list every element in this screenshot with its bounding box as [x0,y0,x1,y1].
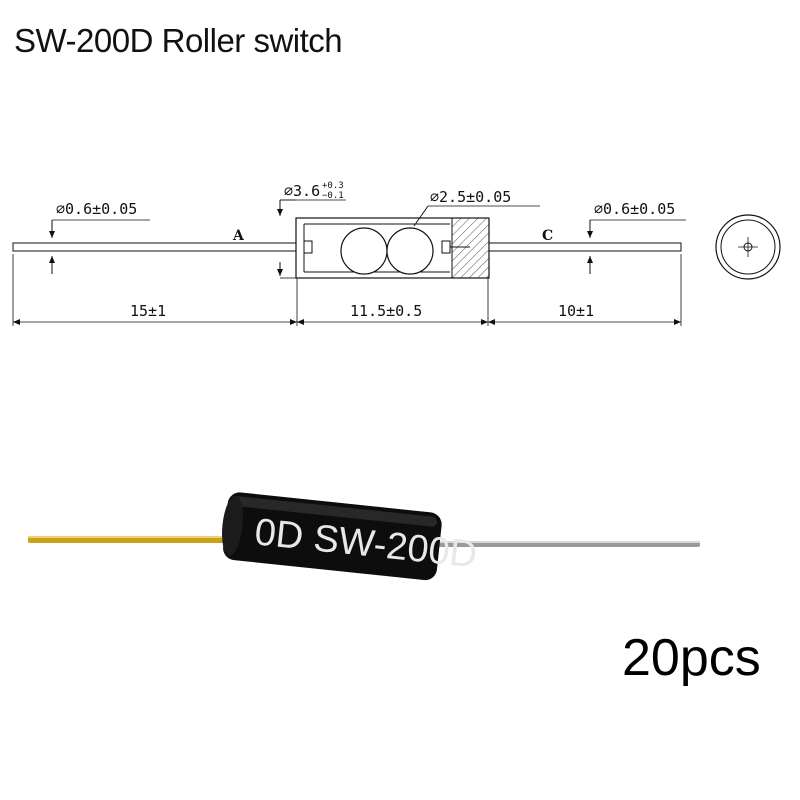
product-title: SW-200D Roller switch [14,22,343,59]
switch-photo: 0D SW-200D [28,492,700,581]
length-left-lead-text: 15±1 [130,302,166,320]
body-diameter-tol-upper: +0.3 [322,181,344,191]
left-lead [12,242,299,252]
quantity-label: 20pcs [622,629,761,687]
length-right-lead-text: 10±1 [558,302,594,320]
end-view [715,214,781,280]
end-plug-hatch [451,217,490,279]
ball-diameter-text: ⌀2.5±0.05 [430,188,511,206]
ball-2 [386,227,434,275]
body-diameter-tol-lower: −0.1 [322,191,344,201]
terminal-label-a: A [232,228,245,244]
length-body-text: 11.5±0.5 [350,302,422,320]
terminal-label-c: C [542,228,553,244]
right-lead [487,242,682,252]
lead-diameter-left-text: ⌀0.6±0.05 [56,200,137,218]
body-diameter-text: ⌀3.6 [284,182,320,200]
ball-1 [340,227,388,275]
lead-diameter-right-text: ⌀0.6±0.05 [594,200,675,218]
